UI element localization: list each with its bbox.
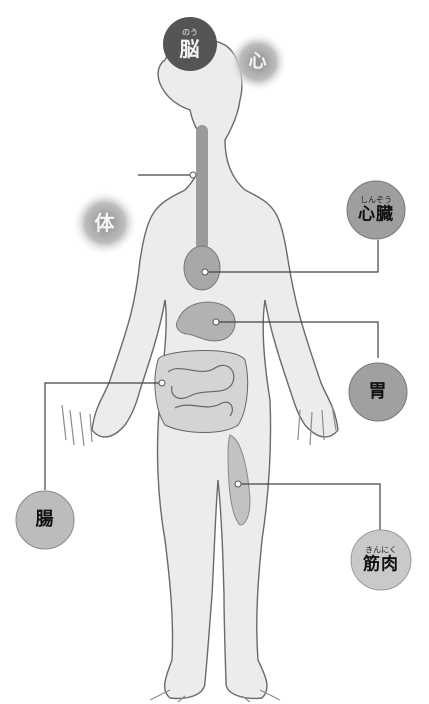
stomach-circle: [349, 363, 407, 421]
heart-circle: [347, 181, 405, 239]
mind-circle: [228, 32, 288, 92]
heart-organ: [184, 246, 220, 290]
intestine-organ: [155, 351, 248, 433]
body-circle: [72, 190, 138, 256]
muscle-circle: [351, 530, 411, 590]
intestine-circle: [16, 491, 74, 549]
esophagus: [196, 125, 208, 250]
brain-circle: [163, 17, 217, 71]
